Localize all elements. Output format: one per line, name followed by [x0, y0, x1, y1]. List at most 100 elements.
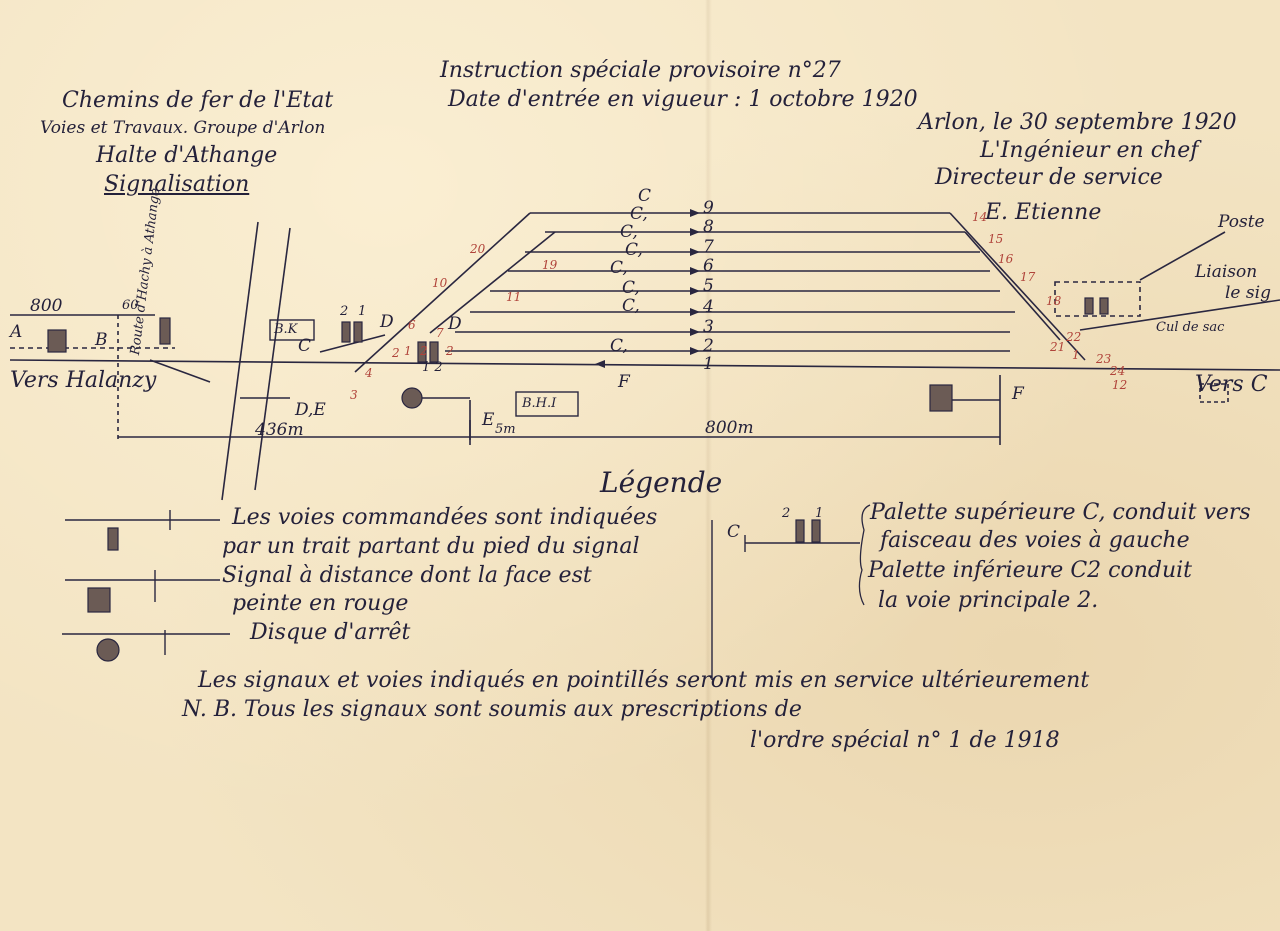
route-label: C, [622, 278, 640, 298]
signal-number: 1 [404, 344, 412, 358]
stop-disc [401, 387, 423, 409]
instruction-date: Date d'entrée en vigueur : 1 octobre 192… [448, 87, 918, 112]
signal-number: 24 [1110, 364, 1126, 378]
distant-signal-F [929, 384, 953, 412]
place-date: Arlon, le 30 septembre 1920 [918, 110, 1237, 135]
signal-number: 20 [470, 242, 486, 256]
semaphore-2b [429, 341, 439, 363]
signal-number: 11 [506, 290, 522, 304]
track-number: 9 [703, 198, 714, 218]
legend-title: Légende [600, 466, 723, 499]
legend-right-line3: Palette inférieure C2 conduit [868, 558, 1193, 583]
signature: E. Etienne [985, 200, 1102, 225]
footer-line3: l'ordre spécial n° 1 de 1918 [750, 728, 1060, 753]
signal-number: 4 [365, 366, 373, 380]
legend-palette-1-icon [811, 519, 821, 543]
label-D-1: D [380, 312, 394, 332]
legend-item2-line1: Signal à distance dont la face est [222, 563, 592, 588]
legend-right-sig-1: 1 [815, 506, 824, 521]
road-line [221, 221, 259, 501]
label-F: F [1012, 384, 1024, 404]
label-A: A [10, 322, 23, 342]
signal-number: 22 [1066, 330, 1082, 344]
org-department: Voies et Travaux. Groupe d'Arlon [40, 118, 326, 138]
route-label: C, [620, 222, 638, 242]
right-fan-diagonal [949, 212, 1086, 361]
dim-60-label: 60 [122, 298, 139, 313]
legend-item1-line2: par un trait partant du pied du signal [222, 534, 640, 559]
semaphore-right-1 [1084, 297, 1094, 315]
toward-left: Vers Halanzy [10, 368, 157, 393]
dashed-signal-right [1199, 383, 1229, 403]
signal-number: 17 [1020, 270, 1036, 284]
semaphore-1b [417, 341, 427, 363]
dim-436-label: 436m [255, 420, 304, 440]
right-fan-diagonal-2 [964, 231, 1061, 341]
arrow-4 [690, 308, 700, 316]
arrow-3 [690, 328, 700, 336]
document-subject: Signalisation [104, 172, 250, 197]
signal-number: 23 [1096, 352, 1112, 366]
legend-right-line4: la voie principale 2. [878, 588, 1099, 613]
dim-800m-label: 800m [705, 418, 754, 438]
box-bk [269, 319, 315, 341]
route-label: C, [610, 336, 628, 356]
liaison-label-2: le sig [1225, 283, 1271, 303]
org-name: Chemins de fer de l'Etat [62, 88, 334, 113]
label-DE: D,E [295, 400, 326, 420]
arrow-7 [690, 248, 700, 256]
signal-number: 19 [542, 258, 558, 272]
track-number: 3 [703, 317, 714, 337]
legend-stop-disc-icon [96, 638, 120, 662]
poste-label: Poste [1218, 212, 1265, 232]
legend-palette-2-icon [795, 519, 805, 543]
signal-number: 14 [972, 210, 988, 224]
track-number: 7 [703, 237, 714, 257]
route-label: C, [622, 296, 640, 316]
track-number: 8 [703, 217, 714, 237]
dim-800-label: 800 [30, 296, 63, 316]
siding-bk [319, 334, 386, 353]
signal-number: 16 [998, 252, 1014, 266]
left-fan-diagonal [354, 212, 531, 373]
semaphore-2 [341, 321, 351, 343]
signal-number: 2 [392, 346, 400, 360]
signal-number: 18 [1046, 294, 1062, 308]
legend-distant-signal-icon [87, 587, 111, 613]
label-D-2: D [448, 314, 462, 334]
arrow-8 [690, 228, 700, 236]
footer-line2: N. B. Tous les signaux sont soumis aux p… [182, 697, 802, 722]
track-number: 4 [703, 297, 714, 317]
legend-item3: Disque d'arrêt [250, 620, 411, 645]
route-label: C, [630, 204, 648, 224]
signatory-title: L'Ingénieur en chef [980, 138, 1199, 163]
liaison-label: Liaison [1195, 262, 1258, 282]
semaphore-right-2 [1099, 297, 1109, 315]
signal-number: 2 [420, 344, 428, 358]
dim-5-label: 5m [495, 422, 516, 437]
track-number: 5 [703, 276, 714, 296]
signal-number: 2 [446, 344, 454, 358]
signal-number: 12 [1112, 378, 1128, 392]
route-label: C, [625, 240, 643, 260]
dashed-building [1054, 281, 1141, 317]
signal-number: 21 [1050, 340, 1066, 354]
route-label: C, [610, 258, 628, 278]
arrow-1 [595, 360, 605, 368]
semaphore-B [159, 317, 171, 345]
sig-label-12: 1 2 [422, 360, 443, 375]
left-fan-diagonal-2 [429, 231, 556, 334]
track-number: 2 [703, 336, 714, 356]
legend-right-line1: Palette supérieure C, conduit vers [870, 500, 1251, 525]
box-bhi [515, 391, 579, 417]
signatory-function: Directeur de service [935, 165, 1163, 190]
arrow-5 [690, 287, 700, 295]
instruction-title: Instruction spéciale provisoire n°27 [440, 58, 841, 83]
cul-de-sac-label: Cul de sac [1156, 320, 1225, 335]
label-B: B [95, 330, 108, 350]
signal-number: 7 [436, 326, 444, 340]
track-number: 1 [703, 354, 714, 374]
arrow-6 [690, 267, 700, 275]
legend-bracket [858, 504, 871, 606]
